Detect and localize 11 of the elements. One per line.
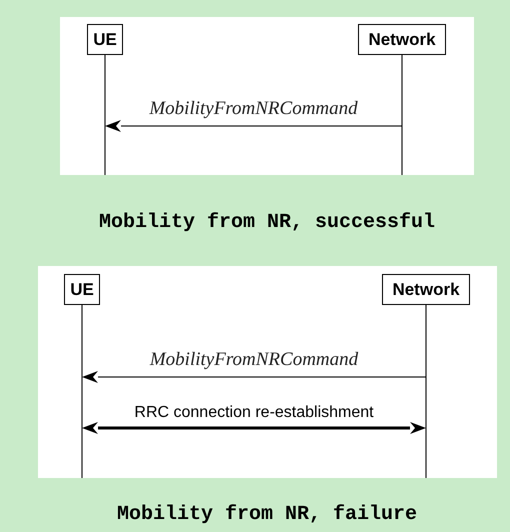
figure-caption: Mobility from NR, failure [116, 503, 418, 526]
arrow [82, 422, 426, 434]
arrow [82, 371, 426, 383]
figure-caption: Mobility from NR, successful [98, 211, 436, 234]
edge-label: MobilityFromNRCommand [148, 349, 360, 371]
participant-box: UE [64, 274, 100, 305]
participant-box: Network [358, 24, 446, 55]
edge-label: MobilityFromNRCommand [147, 98, 360, 120]
participant-box: Network [382, 274, 470, 305]
arrow [105, 120, 402, 132]
participant-box: UE [87, 24, 123, 55]
